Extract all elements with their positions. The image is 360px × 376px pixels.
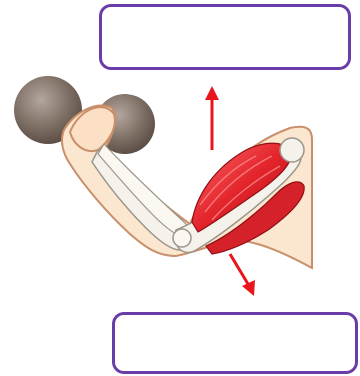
relaxation-arrow <box>230 254 255 296</box>
contraction-arrow <box>205 86 219 150</box>
bottom-label-box[interactable] <box>112 312 358 374</box>
shoulder-joint <box>280 138 304 162</box>
top-label-box[interactable] <box>99 4 351 70</box>
elbow-joint <box>173 229 191 247</box>
